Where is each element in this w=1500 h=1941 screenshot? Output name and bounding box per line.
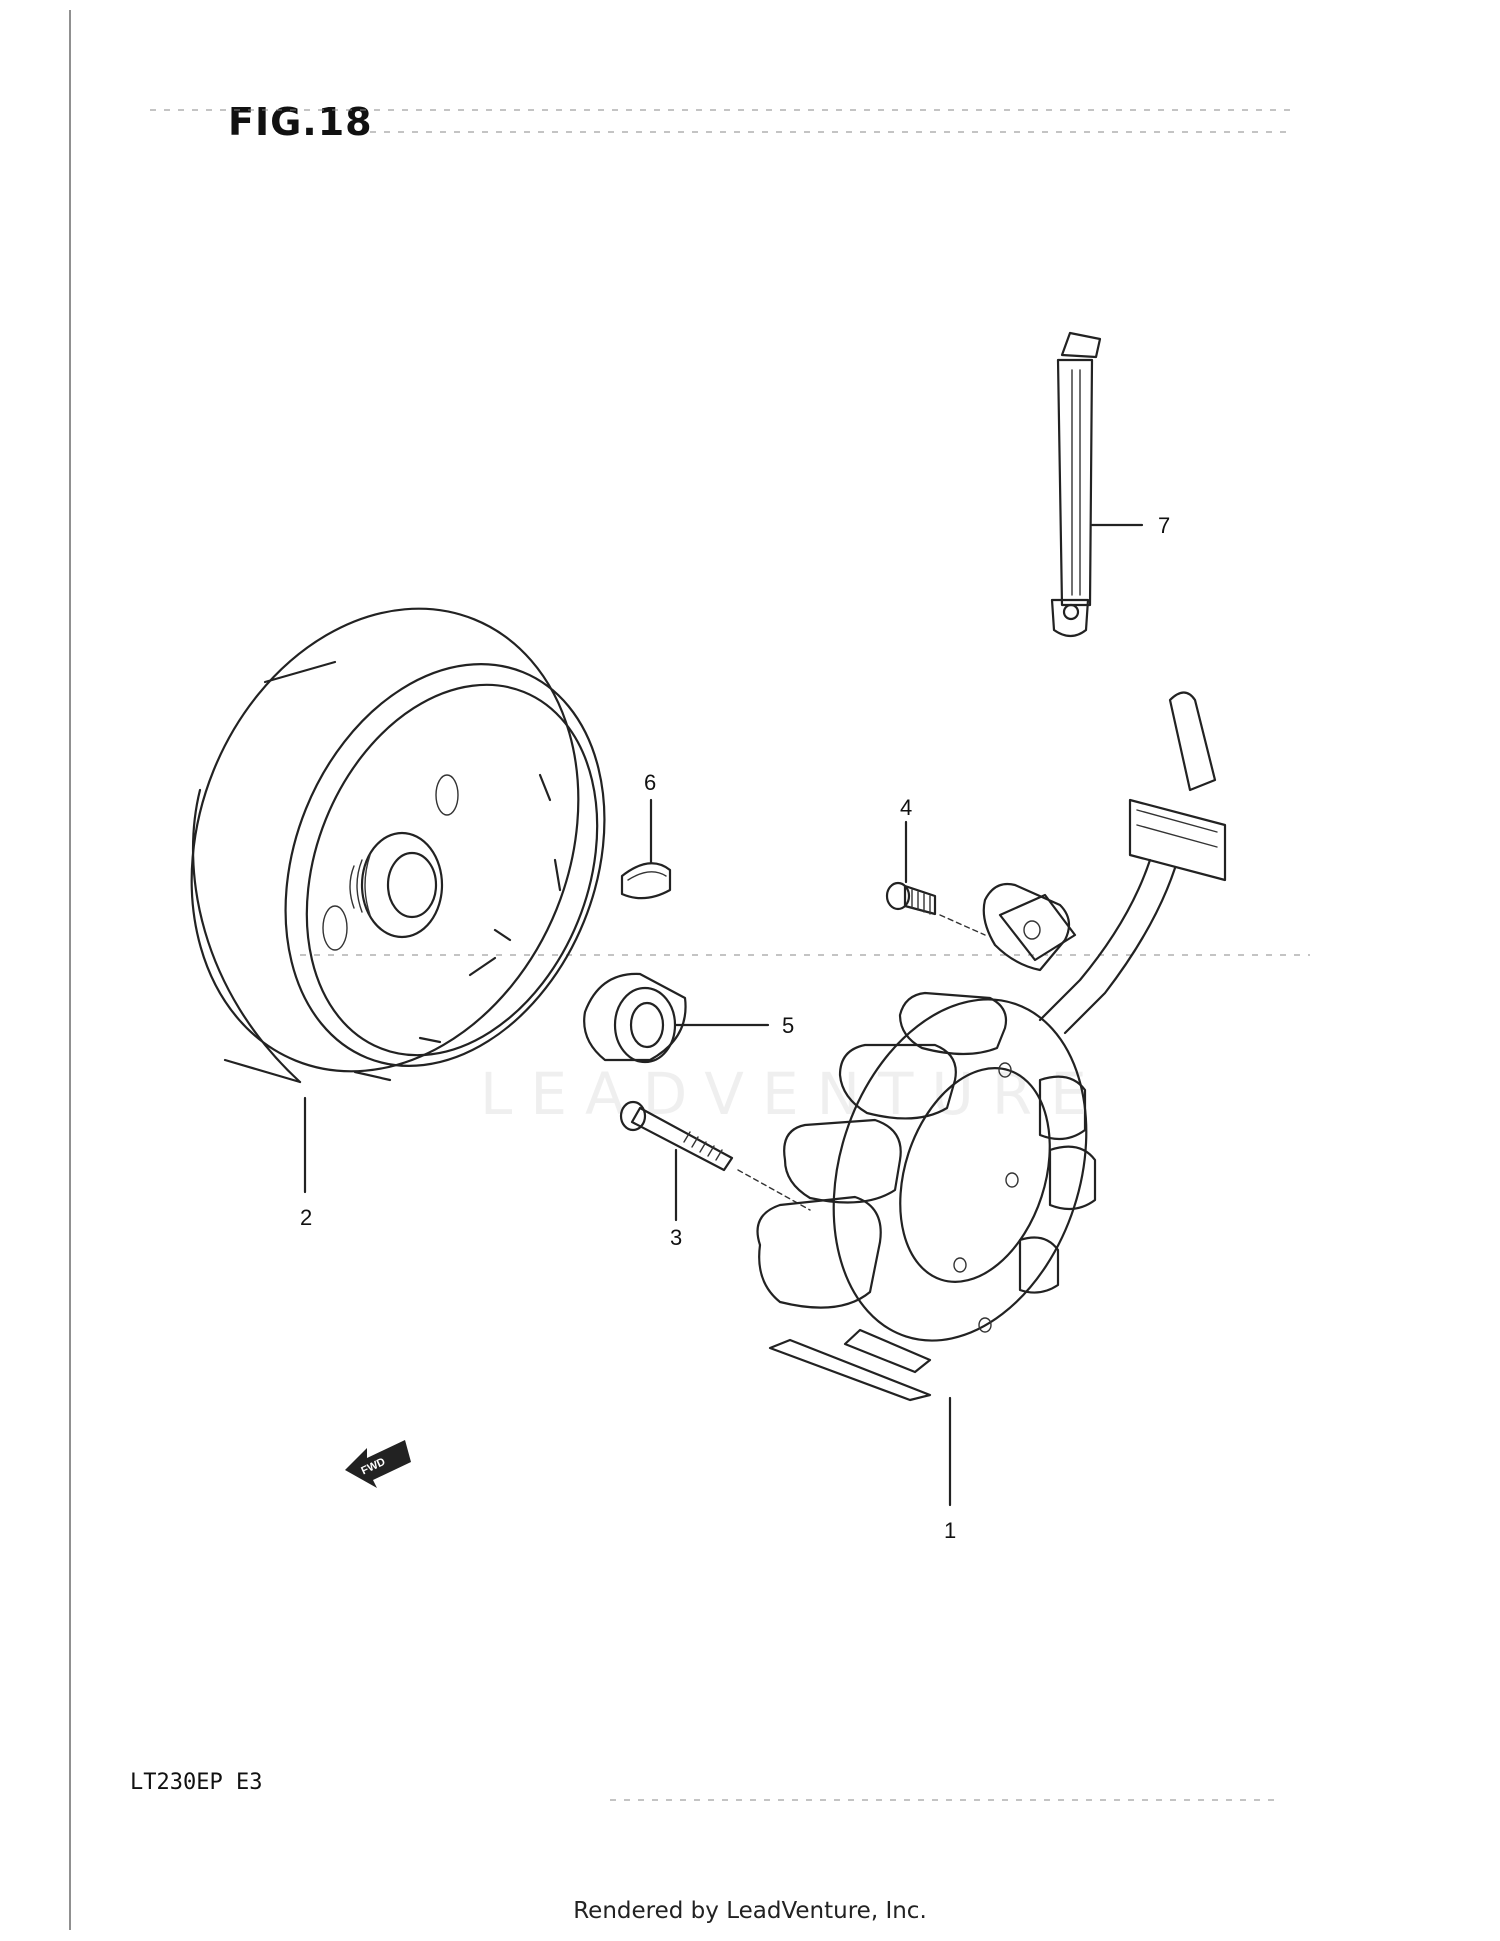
stator-assembly-part [756, 691, 1227, 1402]
screw-part [885, 881, 986, 936]
rotor-nut-part [583, 972, 687, 1064]
footer-credit: Rendered by LeadVenture, Inc. [573, 1898, 927, 1924]
callout-6: 6 [644, 770, 656, 795]
forward-direction-arrow-icon: FWD [345, 1440, 411, 1488]
callout-2: 2 [300, 1205, 312, 1230]
watermark-text: LEADVENTURE [480, 1060, 1105, 1128]
callout-3: 3 [670, 1225, 682, 1250]
callout-5: 5 [782, 1013, 794, 1038]
callout-1: 1 [944, 1518, 956, 1543]
flywheel-rotor-part [190, 607, 606, 1084]
callout-4: 4 [900, 795, 912, 820]
lead-wire-clamp-part [1050, 331, 1102, 638]
stator-bolt-part [619, 1100, 811, 1211]
figure-title: FIG.18 [228, 100, 373, 144]
callout-leader-lines [303, 523, 1144, 1507]
woodruff-key-part [620, 862, 672, 900]
callout-7: 7 [1158, 513, 1170, 538]
model-code: LT230EP E3 [130, 1770, 263, 1795]
